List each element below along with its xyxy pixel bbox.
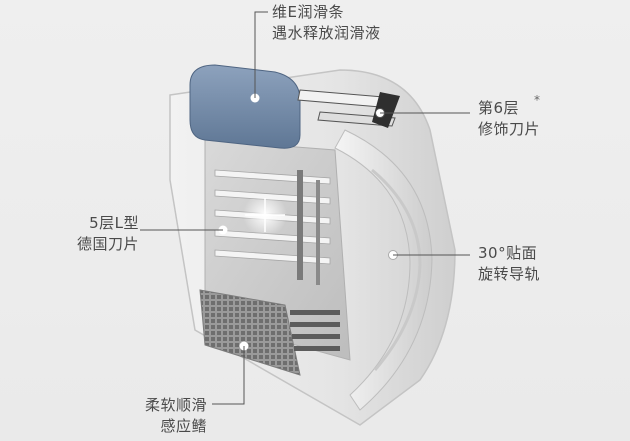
rail-label-line1: 30°贴面 (478, 244, 538, 262)
lube-leader (254, 11, 268, 98)
blades-label-line2: 德国刀片 (76, 235, 139, 253)
blades-label-line1: 5层L型 (89, 214, 139, 232)
lube-strip (189, 64, 301, 149)
lube-strip-label: 维E润滑条 遇水释放润滑液 (272, 2, 381, 44)
trim-blade (297, 89, 400, 128)
trim-blade-label-line2: 修饰刀片 (478, 120, 541, 138)
trim-blade-asterisk: * (534, 93, 540, 107)
lube-strip-label-line1: 维E润滑条 (272, 3, 344, 21)
rotating-rail (334, 129, 433, 411)
blades-label: 5层L型 德国刀片 (44, 213, 139, 255)
rail-label: 30°贴面 旋转导轨 (478, 243, 540, 285)
sensor-fins (199, 289, 301, 376)
comb-label-line1: 柔软顺滑 (144, 396, 207, 414)
comb-leader (212, 346, 245, 405)
trim-blade-label-line1: 第6层 (478, 99, 520, 117)
lube-strip-label-line2: 遇水释放润滑液 (272, 24, 381, 42)
trim-blade-label: 第6层 修饰刀片 (478, 98, 540, 140)
comb-label: 柔软顺滑 感应鳍 (112, 395, 207, 437)
rail-label-line2: 旋转导轨 (478, 265, 541, 283)
comb-label-line2: 感应鳍 (160, 417, 207, 435)
